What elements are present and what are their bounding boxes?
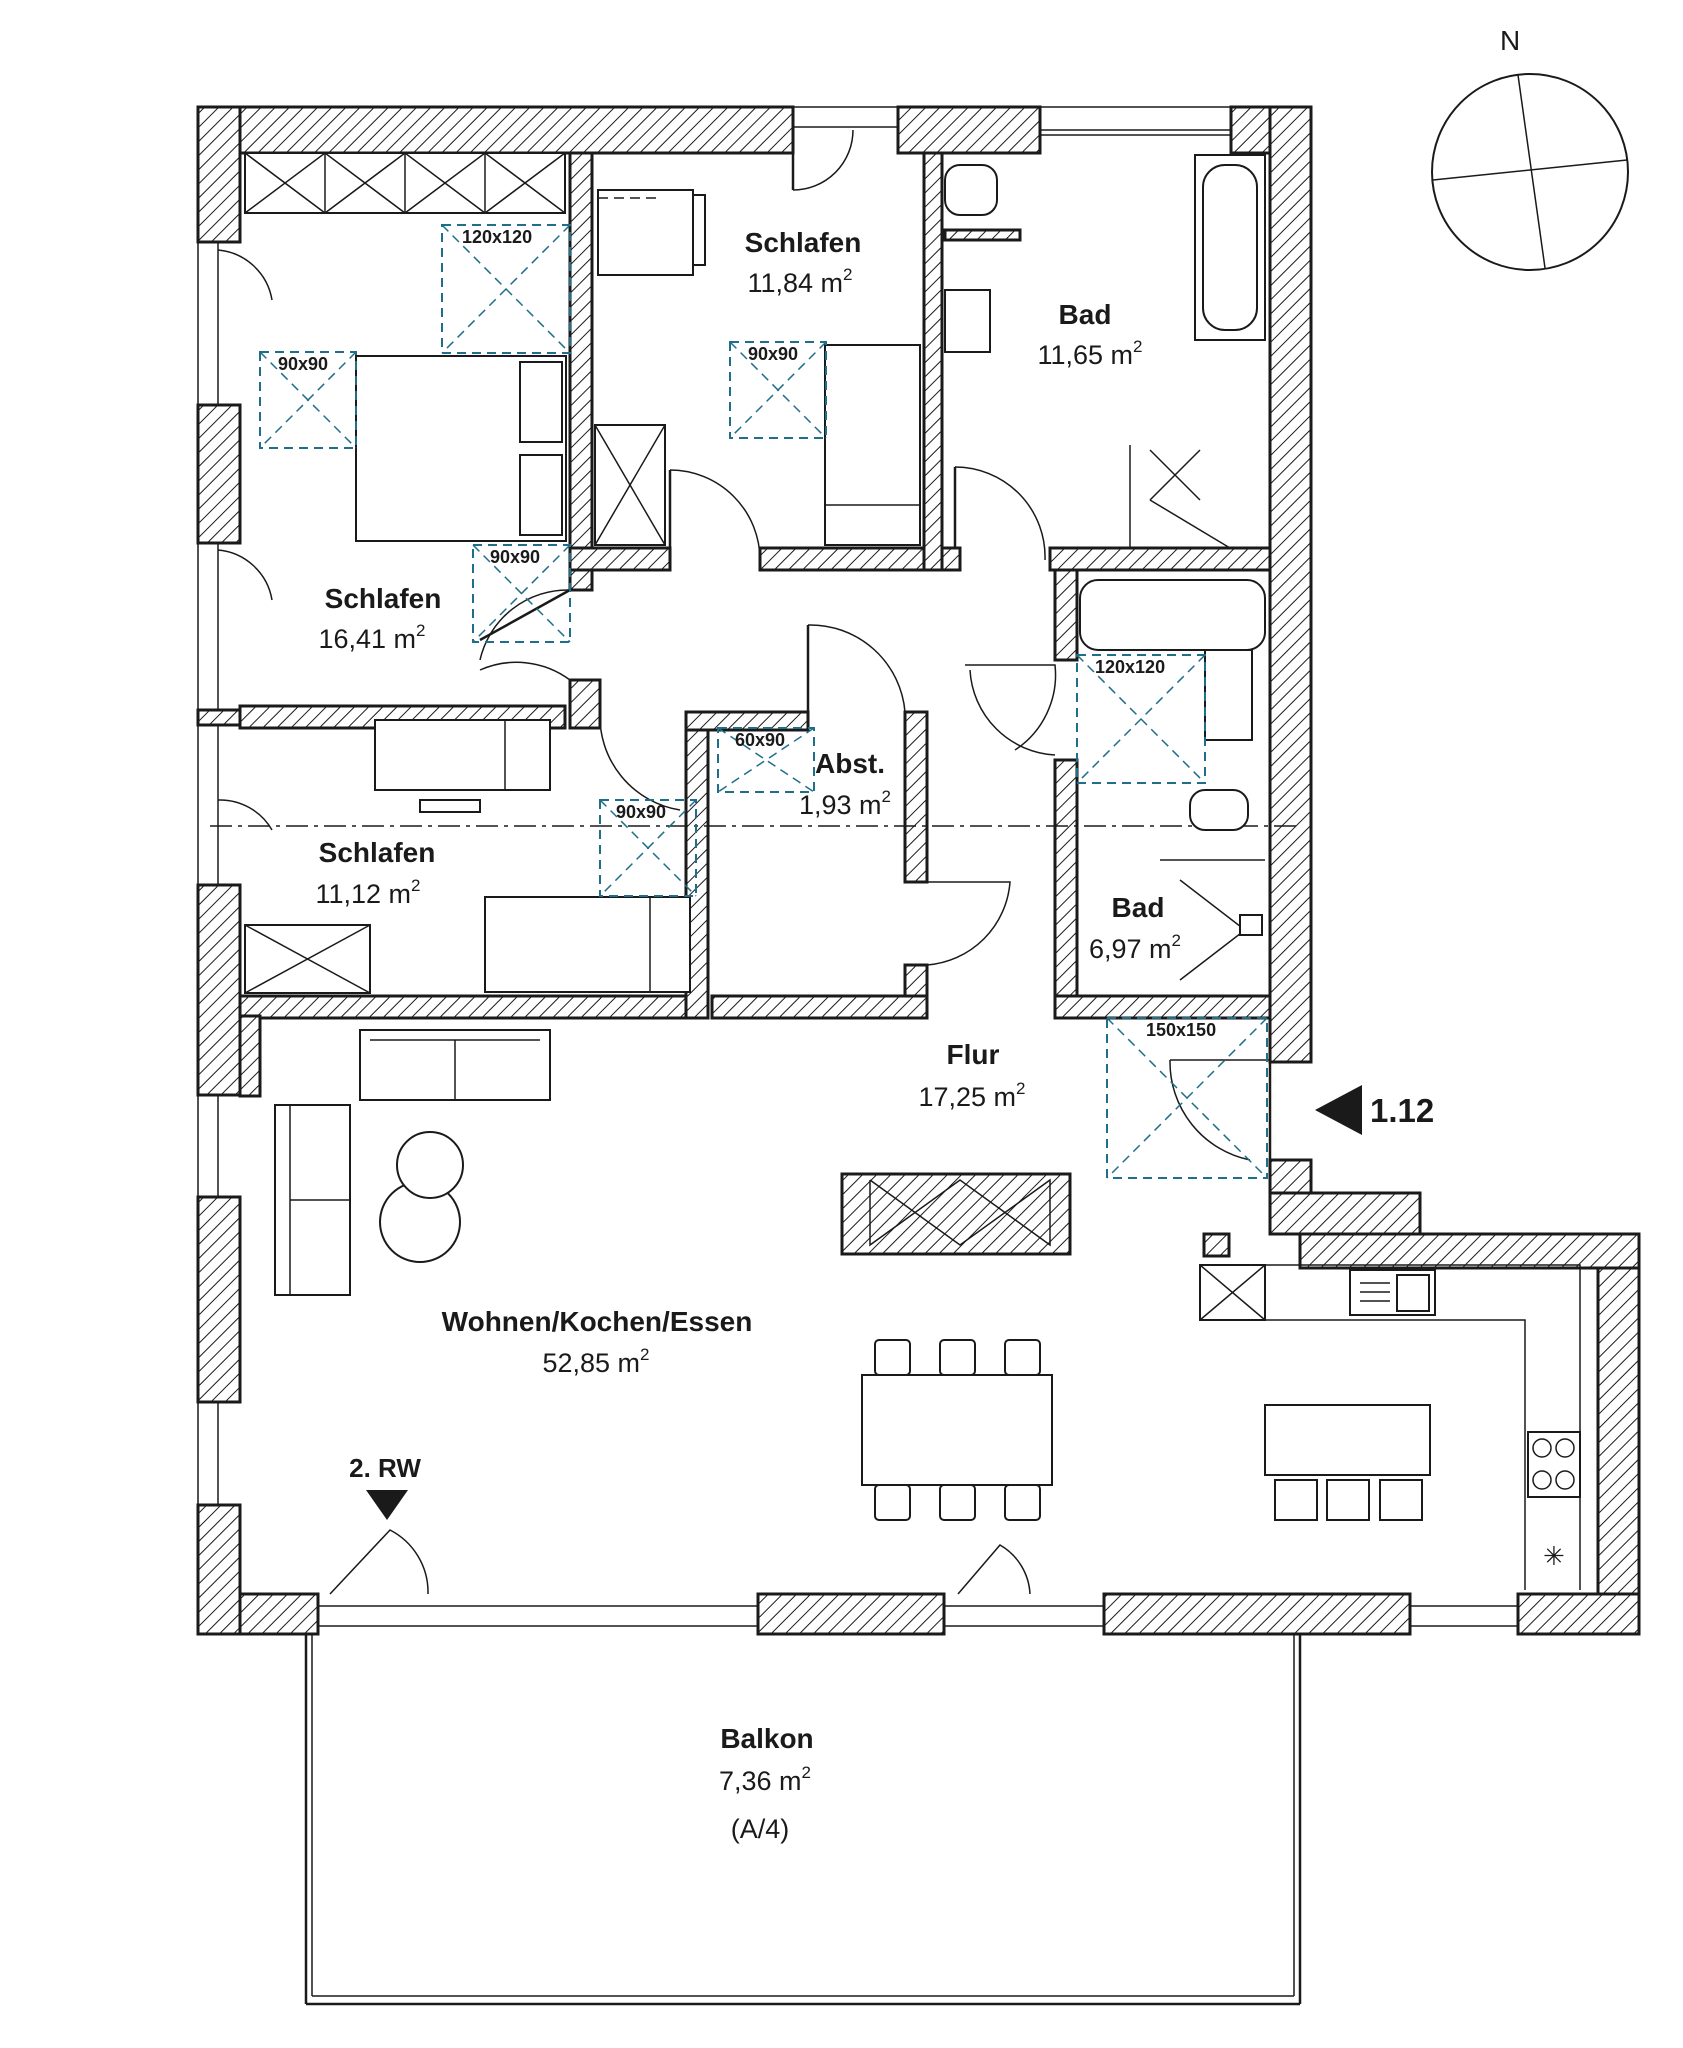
room-area-bad-1: 11,65 m2 <box>1037 337 1142 370</box>
clearance-label: 90x90 <box>616 802 666 822</box>
entrance-arrow-icon <box>1315 1085 1362 1135</box>
room-name-balkon: Balkon <box>720 1723 813 1754</box>
room-area-wohnen: 52,85 m2 <box>542 1345 649 1378</box>
escape-route-label: 2. RW <box>349 1453 421 1483</box>
outer-walls <box>196 105 1641 1636</box>
balcony <box>304 1634 1302 2006</box>
clearance-zones: 120x120 90x90 90x90 90x90 120x120 60x90 <box>259 224 1268 1179</box>
room-note-balkon: (A/4) <box>731 1814 790 1844</box>
clearance-label: 120x120 <box>462 227 532 247</box>
room-name-bad-2: Bad <box>1112 892 1165 923</box>
room-area-schlafen-1: 16,41 m2 <box>318 621 425 654</box>
room-area-balkon: 7,36 m2 <box>719 1763 811 1796</box>
windows <box>197 106 1519 1627</box>
room-labels: Schlafen 16,41 m2 Schlafen 11,84 m2 Bad … <box>315 227 1181 1844</box>
compass: N <box>1431 25 1629 271</box>
clearance-zone: 150x150 <box>1106 1017 1268 1179</box>
compass-needle-icon <box>1517 74 1546 269</box>
svg-text:✳: ✳ <box>1543 1542 1565 1572</box>
clearance-label: 90x90 <box>748 344 798 364</box>
compass-circle-icon <box>1431 73 1629 271</box>
clearance-label: 90x90 <box>490 547 540 567</box>
clearance-label: 120x120 <box>1095 657 1165 677</box>
clearance-zone: 90x90 <box>599 799 697 897</box>
room-area-schlafen-2: 11,84 m2 <box>747 265 852 298</box>
clearance-zone: 90x90 <box>472 544 571 643</box>
room-area-flur: 17,25 m2 <box>918 1079 1025 1112</box>
room-area-bad-2: 6,97 m2 <box>1089 931 1181 964</box>
escape-route-marker: 2. RW <box>349 1453 421 1520</box>
escape-arrow-icon <box>366 1490 408 1520</box>
furniture: ✳ <box>244 152 1581 1590</box>
room-name-schlafen-2: Schlafen <box>745 227 862 258</box>
room-name-flur: Flur <box>947 1039 1000 1070</box>
clearance-zone: 120x120 <box>1076 654 1206 784</box>
clearance-label: 150x150 <box>1146 1020 1216 1040</box>
entrance-marker: 1.12 <box>1315 1085 1434 1135</box>
clearance-label: 60x90 <box>735 730 785 750</box>
room-name-abst: Abst. <box>815 748 885 779</box>
room-name-schlafen-1: Schlafen <box>325 583 442 614</box>
room-name-bad-1: Bad <box>1059 299 1112 330</box>
compass-north-label: N <box>1500 25 1520 56</box>
room-area-abst: 1,93 m2 <box>799 787 891 820</box>
doors <box>217 129 1272 1595</box>
clearance-zone: 60x90 <box>717 727 815 793</box>
dining-chairs <box>874 1339 1041 1521</box>
clearance-zone: 90x90 <box>259 351 357 449</box>
entrance-label: 1.12 <box>1370 1092 1434 1129</box>
clearance-zone: 90x90 <box>729 341 827 439</box>
room-name-wohnen: Wohnen/Kochen/Essen <box>442 1306 753 1337</box>
clearance-zone: 120x120 <box>441 224 571 354</box>
interior-walls <box>238 151 1272 1256</box>
room-area-schlafen-3: 11,12 m2 <box>315 876 420 909</box>
room-name-schlafen-3: Schlafen <box>319 837 436 868</box>
clearance-label: 90x90 <box>278 354 328 374</box>
